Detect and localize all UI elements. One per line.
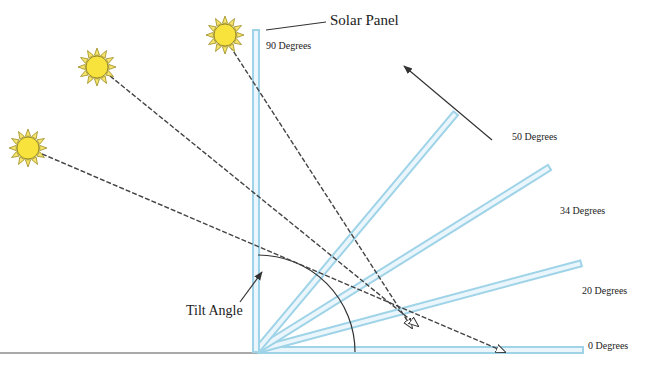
- angle-label: 0 Degrees: [588, 340, 628, 351]
- sun-symbol: [9, 129, 47, 167]
- sun-ray: [230, 46, 412, 328]
- sun-rays: [42, 46, 505, 352]
- tilt-arc: [258, 255, 355, 352]
- panel-20: [257, 260, 582, 352]
- panel-90: [253, 30, 259, 352]
- angle-label: 20 Degrees: [582, 285, 627, 296]
- angle-label: 90 Degrees: [266, 40, 311, 51]
- panel-50: [254, 111, 458, 352]
- tilt-leader: [240, 272, 262, 302]
- ground-line: [0, 352, 260, 353]
- panel-0: [258, 347, 583, 353]
- panel-leader: [266, 22, 326, 30]
- callout-label: Tilt Angle: [186, 303, 243, 318]
- sun-symbol: [206, 16, 244, 54]
- solar-panels: [253, 30, 583, 353]
- sun-ray: [110, 76, 418, 326]
- angle-label: 34 Degrees: [560, 205, 605, 216]
- sun-symbol: [78, 48, 116, 86]
- panel-leader: [404, 66, 492, 140]
- panel-34: [255, 165, 551, 353]
- suns: [9, 16, 244, 167]
- callout-label: Solar Panel: [330, 12, 399, 29]
- sun-ray: [42, 154, 505, 352]
- angle-label: 50 Degrees: [512, 131, 557, 142]
